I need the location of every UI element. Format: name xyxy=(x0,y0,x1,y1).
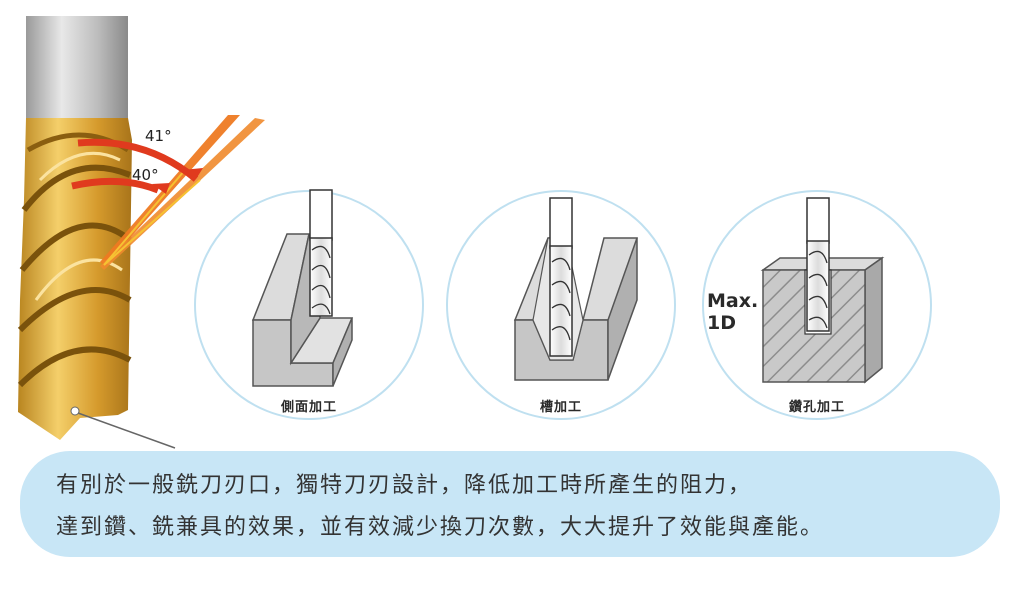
drill-tool-flutes xyxy=(806,240,830,332)
max-depth-note: Max. 1D xyxy=(707,290,758,334)
flute-highlight-2 xyxy=(34,258,123,301)
side-block-step-side xyxy=(332,317,353,387)
slot-tool-shank xyxy=(549,197,573,249)
ray-yellow-2 xyxy=(103,169,186,266)
drilling-panel xyxy=(702,190,932,420)
slot-tool-flutes xyxy=(549,245,573,357)
helix-line-5 xyxy=(17,346,132,388)
side-milling-panel xyxy=(194,189,424,420)
slot-tool-helix xyxy=(551,257,571,341)
side-tool-helix xyxy=(311,245,331,315)
slotting-panel xyxy=(446,190,676,420)
drill-block-side xyxy=(864,256,883,384)
angle-41-label: 41° xyxy=(145,127,172,145)
drill-tool-shank xyxy=(806,197,830,244)
helix-line-4 xyxy=(17,287,132,333)
flute-highlight-1 xyxy=(38,151,121,182)
arrow-41-head xyxy=(182,168,203,179)
side-tool-shank xyxy=(309,189,333,241)
max-depth-line1: Max. xyxy=(707,290,759,312)
side-tool-flutes xyxy=(309,237,333,317)
banner-line-1: 有別於一般銑刀刃口，獨特刀刃設計，降低加工時所產生的阻力， xyxy=(56,473,753,498)
banner-text: 有別於一般銑刀刃口，獨特刀刃設計，降低加工時所產生的阻力， 達到鑽、銑兼具的效果… xyxy=(56,465,980,549)
end-mill-shank xyxy=(26,16,128,124)
arrow-40-head xyxy=(152,183,170,194)
tip-leader-line xyxy=(77,412,176,449)
drill-tool-helix xyxy=(808,250,828,329)
side-milling-label: 側面加工 xyxy=(280,400,337,415)
slot-right-side xyxy=(607,237,638,381)
max-depth-line2: 1D xyxy=(707,312,736,334)
helix-line-3 xyxy=(19,222,132,272)
helix-angle-indicator: 41° 40° xyxy=(71,115,265,270)
tip-marker-dot xyxy=(70,406,80,416)
drilling-label: 鑽孔加工 xyxy=(788,400,845,415)
end-mill-illustration xyxy=(17,16,176,449)
slotting-label: 槽加工 xyxy=(539,400,582,415)
description-banner: 有別於一般銑刀刃口，獨特刀刃設計，降低加工時所產生的阻力， 達到鑽、銑兼具的效果… xyxy=(20,451,1000,557)
helix-line-2 xyxy=(21,164,132,212)
end-mill-flute-body xyxy=(18,118,132,440)
arrow-40-arc xyxy=(71,177,160,194)
banner-line-2: 達到鑽、銑兼具的效果，並有效減少換刀次數，大大提升了效能與產能。 xyxy=(56,515,825,540)
ray-yellow-1 xyxy=(103,179,201,266)
angle-40-label: 40° xyxy=(132,166,159,184)
